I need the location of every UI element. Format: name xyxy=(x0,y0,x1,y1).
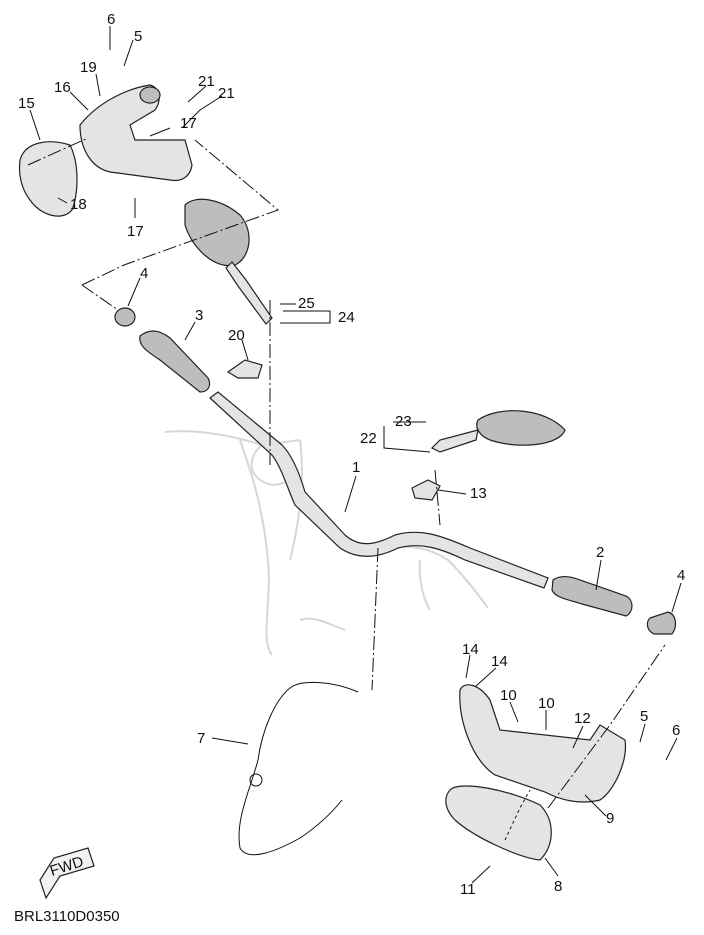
right-bar-end-part xyxy=(646,611,677,635)
leader-lines xyxy=(29,26,682,884)
handlebar-part xyxy=(209,391,549,589)
callout-12: 12 xyxy=(574,710,591,727)
callout-1: 1 xyxy=(352,459,360,476)
left-mirror-bracket-part xyxy=(226,359,263,379)
right-mirror-bracket-part xyxy=(411,479,441,501)
callout-labels: 6 5 19 16 15 21 21 17 18 17 4 3 25 24 20… xyxy=(18,11,685,898)
callout-2: 2 xyxy=(596,544,604,561)
callout-21-b: 21 xyxy=(218,85,235,102)
callout-19: 19 xyxy=(80,59,97,76)
callout-20: 20 xyxy=(228,327,245,344)
cable-part xyxy=(238,681,359,856)
left-grip-part xyxy=(139,330,211,393)
lower-hand-guard-part xyxy=(445,684,627,861)
callout-6-top: 6 xyxy=(107,11,115,28)
drawing-code: BRL3110D0350 xyxy=(14,908,120,925)
callout-21-a: 21 xyxy=(198,73,215,90)
svg-text:FWD: FWD xyxy=(48,853,86,880)
callout-5-right: 5 xyxy=(640,708,648,725)
callout-14-b: 14 xyxy=(491,653,508,670)
callout-23: 23 xyxy=(395,413,412,430)
callout-13: 13 xyxy=(470,485,487,502)
left-mirror-part xyxy=(184,198,273,325)
callout-10-b: 10 xyxy=(538,695,555,712)
callout-24: 24 xyxy=(338,309,355,326)
callout-17-upper: 17 xyxy=(180,115,197,132)
callout-10-a: 10 xyxy=(500,687,517,704)
callout-7: 7 xyxy=(197,730,205,747)
callout-18: 18 xyxy=(70,196,87,213)
upper-hand-guard-part xyxy=(18,84,193,217)
callout-16: 16 xyxy=(54,79,71,96)
right-grip-part xyxy=(551,576,633,617)
callout-3: 3 xyxy=(195,307,203,324)
callout-25: 25 xyxy=(298,295,315,312)
callout-17-lower: 17 xyxy=(127,223,144,240)
callout-11: 11 xyxy=(460,881,476,898)
callout-9: 9 xyxy=(606,810,614,827)
callout-4-left: 4 xyxy=(140,265,148,282)
callout-15: 15 xyxy=(18,95,35,112)
callout-4-right: 4 xyxy=(677,567,685,584)
callout-6-right: 6 xyxy=(672,722,680,739)
callout-22: 22 xyxy=(360,430,377,447)
callout-8: 8 xyxy=(554,878,562,895)
callout-5-top: 5 xyxy=(134,28,142,45)
right-mirror-part xyxy=(430,410,566,453)
callout-14-a: 14 xyxy=(462,641,479,658)
fwd-direction-badge: FWD xyxy=(39,847,95,900)
left-bar-end-part xyxy=(114,307,136,327)
alignment-lines xyxy=(27,137,666,841)
